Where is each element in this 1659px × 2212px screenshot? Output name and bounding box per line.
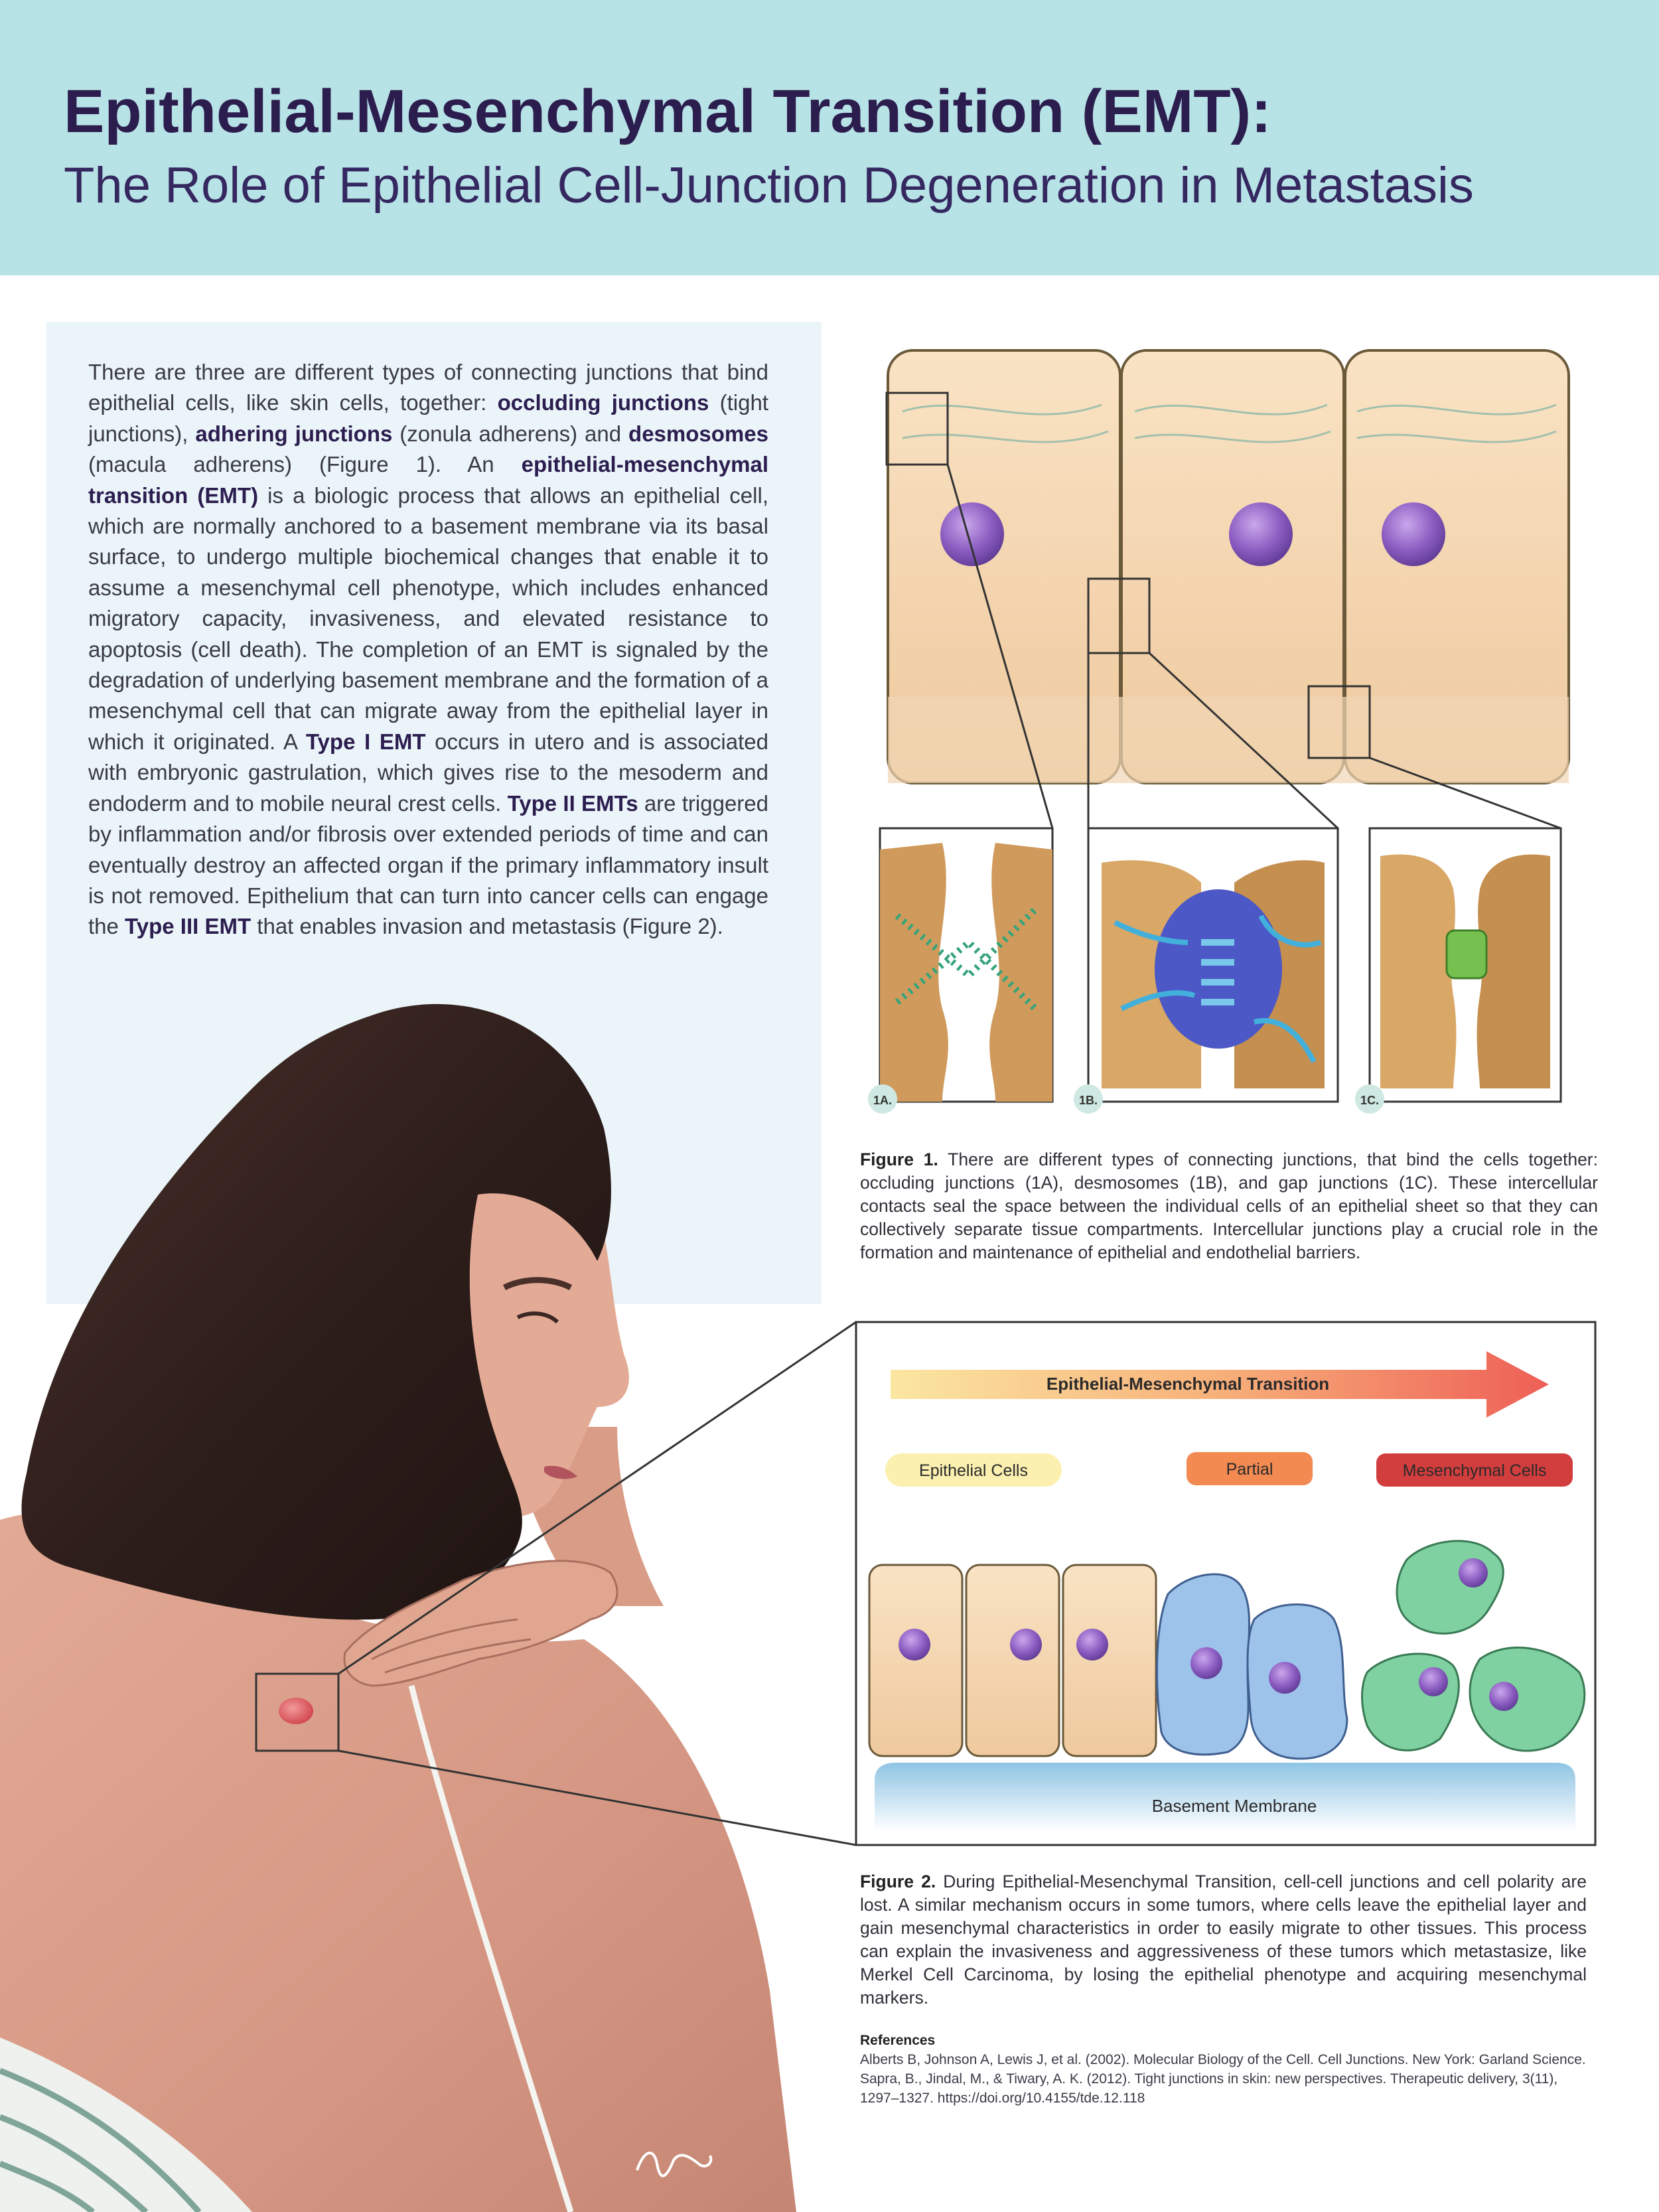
zoom-box-1c: [1307, 685, 1371, 759]
page-title: Epithelial-Mesenchymal Transition (EMT):: [64, 78, 1271, 145]
stage-label-mesenchymal: Mesenchymal Cells: [1403, 1461, 1547, 1480]
inset-1c: [1368, 827, 1562, 1103]
skin-lesion: [279, 1698, 313, 1724]
header-banner: [0, 0, 1659, 275]
face-skin: [465, 1156, 629, 1517]
hand: [343, 1560, 618, 1687]
basement-membrane-label: Basement Membrane: [1152, 1796, 1317, 1816]
stage-pill-partial: [1187, 1452, 1313, 1485]
figure-2-caption-text: During Epithelial-Mesenchymal Transition…: [860, 1872, 1587, 2008]
finger-lines: [371, 1618, 532, 1674]
fig2-mesenchymal-cell: [1469, 1647, 1586, 1752]
intro-paragraph: There are three are different types of c…: [88, 357, 768, 942]
term-desmosomes: desmosomes: [628, 421, 768, 446]
zoom-line: [946, 464, 1054, 829]
intro-text-5: is a biologic process that allows an epi…: [88, 482, 768, 754]
nucleus-2: [1229, 502, 1293, 566]
hair: [21, 1003, 611, 1620]
fig2-epithelial-cell: [965, 1564, 1060, 1757]
badge-1a: 1A.: [868, 1084, 897, 1114]
svg-text:1C.: 1C.: [1360, 1094, 1379, 1107]
artist-signature: [636, 2152, 713, 2177]
reference-1: Alberts B, Johnson A, Lewis J, et al. (2…: [860, 2052, 1586, 2067]
emt-arrow: [891, 1351, 1549, 1418]
woman-illustration: [0, 1003, 857, 2212]
basal-layer: [888, 697, 1569, 783]
term-type-3-emt: Type III EMT: [125, 914, 252, 939]
zoom-box-1b: [1087, 577, 1151, 654]
page-subtitle: The Role of Epithelial Cell-Junction Deg…: [64, 157, 1474, 214]
figure-1-caption: Figure 1. There are different types of c…: [860, 1148, 1598, 1264]
zoom-line: [1148, 652, 1339, 830]
epithelial-cell-row: [887, 349, 1570, 784]
fig2-nucleus: [1489, 1682, 1518, 1711]
term-emt: epithelial-mesenchymal transition (EMT): [88, 452, 768, 508]
figure-1: 1A. 1B. 1C.: [868, 349, 1570, 1114]
nucleus-1: [940, 502, 1004, 566]
svg-text:1B.: 1B.: [1079, 1094, 1098, 1107]
basement-membrane: [875, 1763, 1575, 1832]
intro-text-1: There are three are different types of c…: [88, 360, 768, 415]
eyebrow: [502, 1277, 573, 1291]
figure-2-caption-label: Figure 2.: [860, 1872, 936, 1891]
lips: [544, 1465, 577, 1479]
figure-2-caption: Figure 2. During Epithelial-Mesenchymal …: [860, 1870, 1587, 2010]
references: References Alberts B, Johnson A, Lewis J…: [860, 2031, 1597, 2108]
figure-2: Epithelial-Mesenchymal Transition Epithe…: [855, 1321, 1597, 1846]
fig2-epithelial-cell: [868, 1564, 964, 1757]
stage-label-epithelial: Epithelial Cells: [919, 1461, 1028, 1480]
lesion-highlight-box: [255, 1672, 340, 1752]
intro-text-8: that enables invasion and metastasis (Fi…: [251, 914, 723, 939]
stage-label-partial: Partial: [1226, 1460, 1273, 1479]
fig2-nucleus: [1190, 1647, 1222, 1679]
figure-1-caption-label: Figure 1.: [860, 1149, 938, 1169]
intro-text-7: are triggered by inflammation and/or fib…: [88, 790, 769, 939]
fig2-epithelial-cell: [1062, 1564, 1157, 1757]
dress-strap: [408, 1684, 574, 2212]
connector-line-bottom: [338, 1749, 857, 1846]
intro-text-2: (tight junctions),: [88, 390, 768, 446]
stage-pill-mesenchymal: [1376, 1453, 1573, 1487]
dress-stripes: [0, 2067, 202, 2212]
fig2-nucleus: [1459, 1558, 1488, 1587]
back-skin: [0, 1510, 796, 2212]
fig2-nucleus: [1076, 1629, 1108, 1660]
badge-1c: 1C.: [1355, 1084, 1384, 1114]
term-type-2-emt: Type II EMTs: [507, 790, 638, 816]
badge-1b: 1B.: [1074, 1084, 1103, 1114]
zoom-line: [1369, 757, 1561, 830]
inset-1a: [879, 827, 1054, 1103]
term-occluding-junctions: occluding junctions: [497, 390, 709, 415]
intro-text-4: (macula adherens) (Figure 1). An: [88, 452, 522, 477]
connector-line-top: [338, 1321, 857, 1675]
dress: [0, 2037, 252, 2212]
fig2-nucleus: [1419, 1667, 1448, 1696]
svg-text:1A.: 1A.: [873, 1094, 892, 1107]
fig2-nucleus: [899, 1629, 930, 1660]
cytoskeleton-fibers: [902, 404, 1557, 443]
reference-2: Sapra, B., Jindal, M., & Tiwary, A. K. (…: [860, 2071, 1558, 2106]
inset-1b: [1087, 827, 1339, 1103]
emt-arrow-label: Epithelial-Mesenchymal Transition: [1046, 1374, 1329, 1394]
stage-pill-epithelial: [885, 1453, 1062, 1487]
intro-text-6: occurs in utero and is associated with e…: [88, 729, 768, 816]
term-adhering-junctions: adhering junctions: [195, 421, 393, 446]
fig2-nucleus: [1269, 1662, 1301, 1694]
figure-1-caption-text: There are different types of connecting …: [860, 1149, 1598, 1262]
nucleus-3: [1382, 502, 1445, 566]
term-type-1-emt: Type I EMT: [305, 729, 426, 754]
intro-text-3: (zonula adherens) and: [392, 421, 629, 446]
eye: [516, 1311, 559, 1324]
zoom-box-1a: [885, 392, 949, 466]
fig2-nucleus: [1010, 1629, 1042, 1660]
references-title: References: [860, 2033, 936, 2048]
